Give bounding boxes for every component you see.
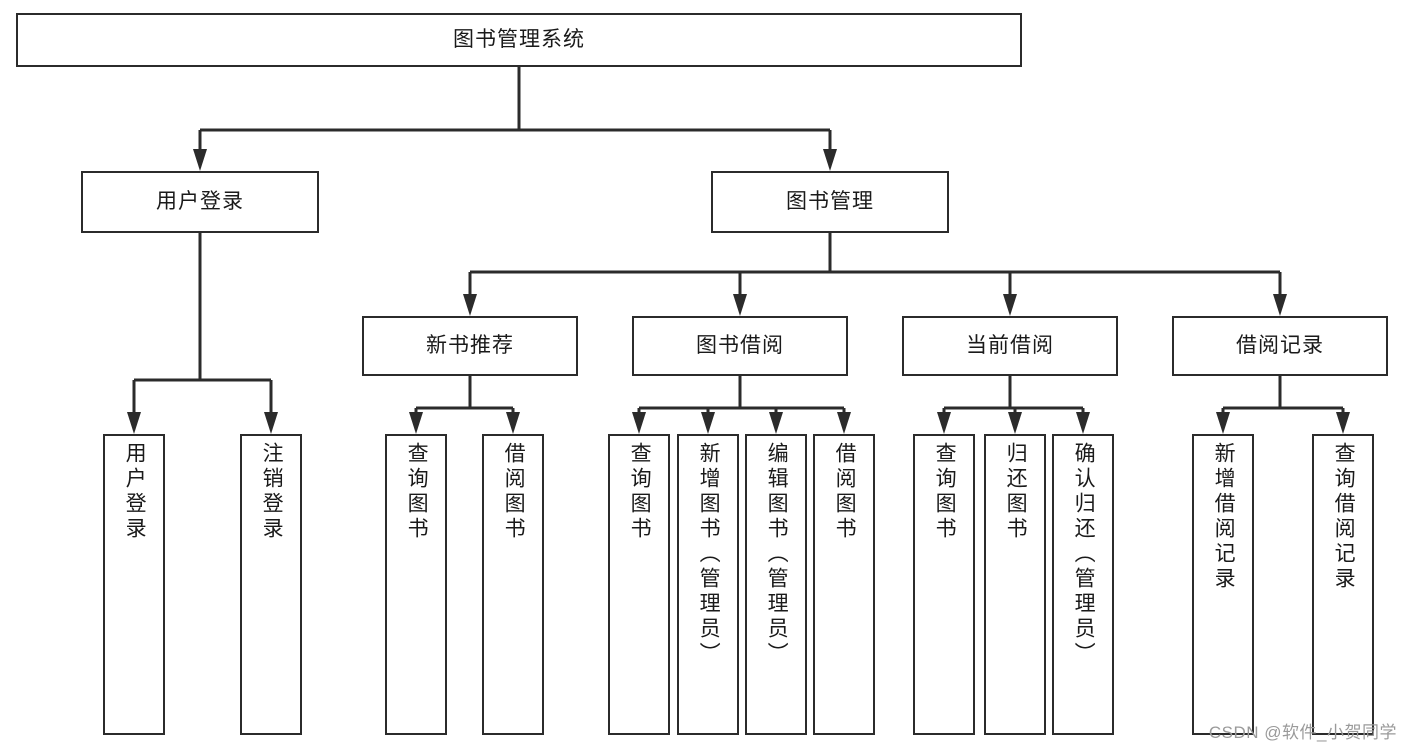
- arrowhead-icon: [823, 149, 837, 171]
- node-book-manage[interactable]: 图书管理: [711, 171, 949, 233]
- node-new-book-recommend[interactable]: 新书推荐: [362, 316, 578, 376]
- arrowhead-group: [127, 149, 1350, 434]
- node-leaf-borrow-book-2[interactable]: 借阅图书: [813, 434, 875, 735]
- arrowhead-icon: [193, 149, 207, 171]
- node-leaf-confirm-return[interactable]: 确认归还（管理员）: [1052, 434, 1114, 735]
- arrowhead-icon: [1008, 412, 1022, 434]
- node-leaf-logout[interactable]: 注销登录: [240, 434, 302, 735]
- arrowhead-icon: [937, 412, 951, 434]
- arrowhead-icon: [506, 412, 520, 434]
- node-label: 用户登录: [123, 442, 147, 542]
- node-label: 借阅图书: [502, 442, 526, 542]
- node-leaf-borrow-book-1[interactable]: 借阅图书: [482, 434, 544, 735]
- connector-group: [132, 67, 1345, 412]
- node-leaf-edit-book[interactable]: 编辑图书（管理员）: [745, 434, 807, 735]
- node-leaf-return-book[interactable]: 归还图书: [984, 434, 1046, 735]
- node-label: 新增图书（管理员）: [697, 442, 721, 667]
- node-leaf-add-book[interactable]: 新增图书（管理员）: [677, 434, 739, 735]
- node-label: 用户登录: [156, 190, 244, 214]
- node-root[interactable]: 图书管理系统: [16, 13, 1022, 67]
- arrowhead-icon: [409, 412, 423, 434]
- arrowhead-icon: [1216, 412, 1230, 434]
- arrowhead-icon: [127, 412, 141, 434]
- node-book-borrow[interactable]: 图书借阅: [632, 316, 848, 376]
- arrowhead-icon: [463, 294, 477, 316]
- node-label: 图书借阅: [696, 334, 784, 358]
- node-label: 图书管理: [786, 190, 874, 214]
- node-leaf-query-book-2[interactable]: 查询图书: [608, 434, 670, 735]
- node-label: 查询图书: [405, 442, 429, 542]
- node-leaf-add-record[interactable]: 新增借阅记录: [1192, 434, 1254, 735]
- node-leaf-query-book-3[interactable]: 查询图书: [913, 434, 975, 735]
- arrowhead-icon: [701, 412, 715, 434]
- arrowhead-icon: [1273, 294, 1287, 316]
- node-label: 当前借阅: [966, 334, 1054, 358]
- node-label: 归还图书: [1004, 442, 1028, 542]
- node-label: 注销登录: [260, 442, 284, 542]
- node-label: 编辑图书（管理员）: [765, 442, 789, 667]
- node-current-borrow[interactable]: 当前借阅: [902, 316, 1118, 376]
- arrowhead-icon: [733, 294, 747, 316]
- node-label: 借阅图书: [833, 442, 857, 542]
- arrowhead-icon: [1003, 294, 1017, 316]
- node-leaf-query-book-1[interactable]: 查询图书: [385, 434, 447, 735]
- node-label: 新书推荐: [426, 334, 514, 358]
- arrowhead-icon: [1076, 412, 1090, 434]
- node-label: 借阅记录: [1236, 334, 1324, 358]
- node-label: 新增借阅记录: [1212, 442, 1236, 592]
- arrowhead-icon: [837, 412, 851, 434]
- arrowhead-icon: [264, 412, 278, 434]
- node-label: 查询图书: [628, 442, 652, 542]
- node-label: 查询借阅记录: [1332, 442, 1356, 592]
- arrowhead-icon: [1336, 412, 1350, 434]
- node-leaf-query-record[interactable]: 查询借阅记录: [1312, 434, 1374, 735]
- node-leaf-user-login[interactable]: 用户登录: [103, 434, 165, 735]
- node-borrow-record[interactable]: 借阅记录: [1172, 316, 1388, 376]
- arrowhead-icon: [632, 412, 646, 434]
- node-label: 查询图书: [933, 442, 957, 542]
- node-label: 确认归还（管理员）: [1072, 442, 1096, 667]
- node-user-login[interactable]: 用户登录: [81, 171, 319, 233]
- arrowhead-icon: [769, 412, 783, 434]
- node-label: 图书管理系统: [453, 28, 585, 52]
